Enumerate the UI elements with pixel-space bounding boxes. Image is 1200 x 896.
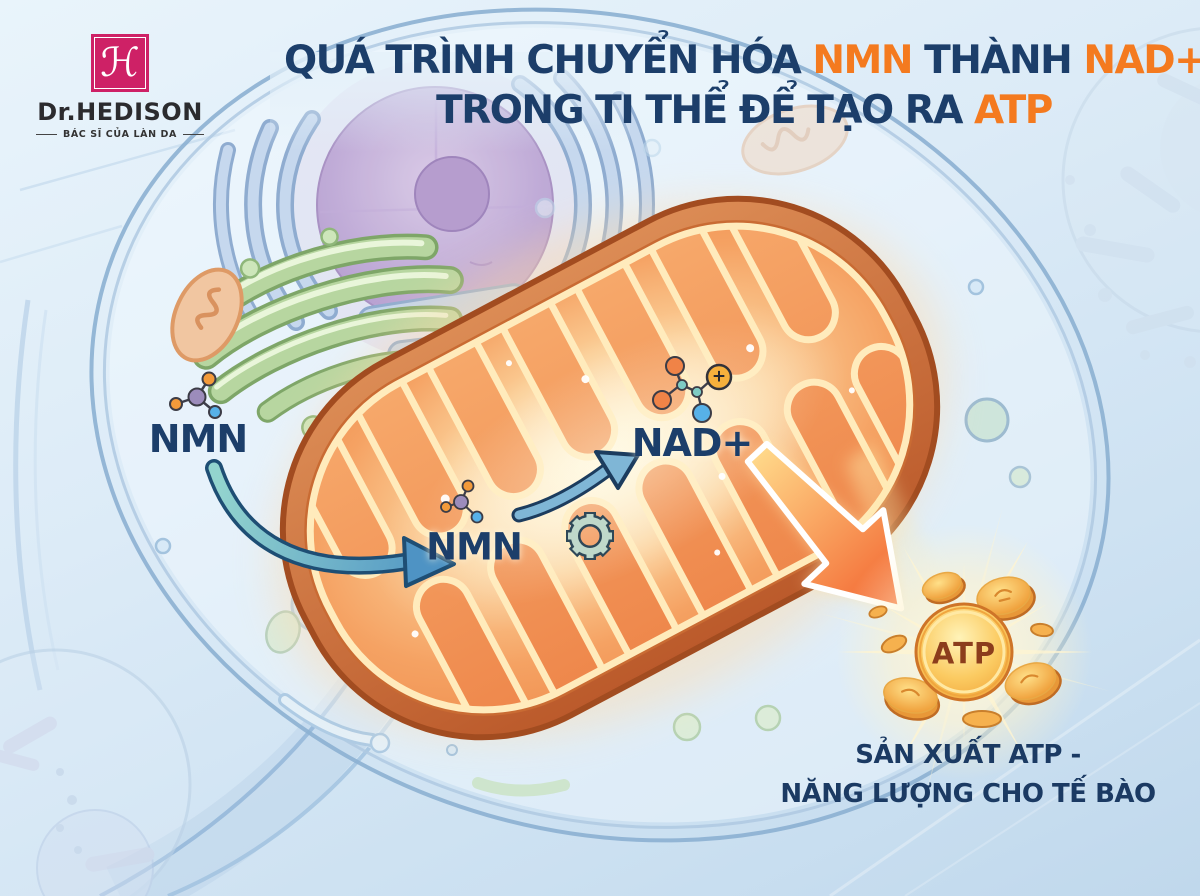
nmn-label-outside: NMN [148,417,248,461]
enzyme-gear-icon [566,512,614,560]
caption-line-1: SẢN XUẤT ATP - [855,740,1081,770]
atp-burst [819,507,1109,797]
nmn-molecule-outside [169,371,222,419]
poster-title: QUÁ TRÌNH CHUYỂN HÓA NMN THÀNH NAD+ TRON… [284,36,1200,136]
tagline-rule-left [36,134,57,135]
tagline-text: BÁC SĨ CỦA LÀN DA [62,129,177,140]
small-mitochondrion-left [170,267,244,363]
title-text: TRONG TI THỂ ĐỂ TẠO RA [436,88,975,133]
nmn-molecule-inside [440,479,484,524]
atp-coin [914,602,1014,702]
tagline-rule-right [183,134,204,135]
title-highlight-nmn: NMN [812,38,913,83]
nad-molecule [652,356,733,423]
brand-tagline: BÁC SĨ CỦA LÀN DA [36,129,204,140]
atp-coin-label: ATP [931,636,997,671]
title-highlight-atp: ATP [974,88,1053,133]
caption-line-2: NĂNG LƯỢNG CHO TẾ BÀO [780,779,1156,809]
nad-label: NAD+ [631,421,754,465]
brand-name: Dr.HEDISON [37,98,203,126]
plus-badge-circle [705,363,733,391]
nmn-label-inside: NMN [426,525,523,569]
title-text: QUÁ TRÌNH CHUYỂN HÓA [284,38,813,83]
plus-badge-label: + [711,366,727,387]
logo-mark: ℋ [91,34,149,92]
arrow-nmn-entry [205,459,456,588]
brand-logo: ℋ Dr.HEDISON BÁC SĨ CỦA LÀN DA [36,34,204,140]
title-line-2: TRONG TI THỂ ĐỂ TẠO RA ATP [284,86,1200,136]
title-highlight-nad: NAD+ [1083,38,1200,83]
title-line-1: QUÁ TRÌNH CHUYỂN HÓA NMN THÀNH NAD+ [284,36,1200,86]
atp-caption: SẢN XUẤT ATP - NĂNG LƯỢNG CHO TẾ BÀO [746,736,1190,814]
ghost-cell-top-right [1061,27,1200,368]
logo-monogram: ℋ [100,40,140,86]
atp-coins [868,571,1062,728]
faded-mitochondrion-top [741,104,849,176]
ghost-cell-bottom-left [0,648,192,896]
title-text: THÀNH [912,38,1084,83]
arrow-nmn-to-nad [511,450,640,523]
